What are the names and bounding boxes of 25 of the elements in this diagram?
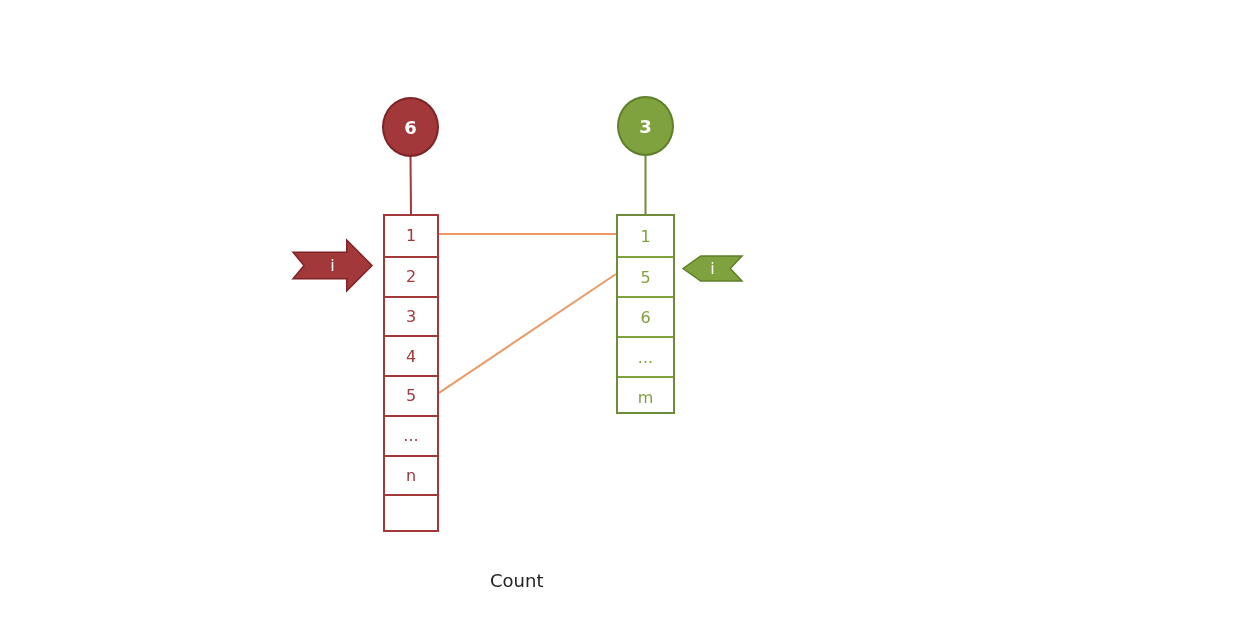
node-text: 3 — [405, 306, 417, 326]
node-text: i — [710, 259, 715, 278]
connector-line — [409, 156, 412, 215]
number-circle — [382, 97, 439, 157]
node-text: 2 — [405, 267, 417, 287]
connector-line — [644, 155, 647, 215]
node-text: 5 — [640, 267, 651, 287]
node-text: 6 — [640, 307, 651, 327]
node-text: m — [637, 387, 654, 407]
node-text: 4 — [405, 346, 417, 366]
connector-line — [438, 273, 617, 394]
node-text: 1 — [405, 226, 417, 246]
array-column — [616, 214, 675, 414]
number-circle — [617, 96, 674, 156]
node-text: n — [405, 465, 417, 485]
node-text: 6 — [404, 116, 417, 138]
node-text: 5 — [405, 386, 417, 406]
node-text: ... — [403, 426, 419, 446]
array-column — [383, 214, 439, 532]
node-text: 3 — [639, 115, 652, 137]
node-text: ... — [637, 347, 654, 367]
connector-line — [438, 232, 617, 235]
node-text: 1 — [640, 226, 651, 246]
caption-text: Count — [490, 570, 544, 591]
node-text: i — [330, 256, 335, 275]
